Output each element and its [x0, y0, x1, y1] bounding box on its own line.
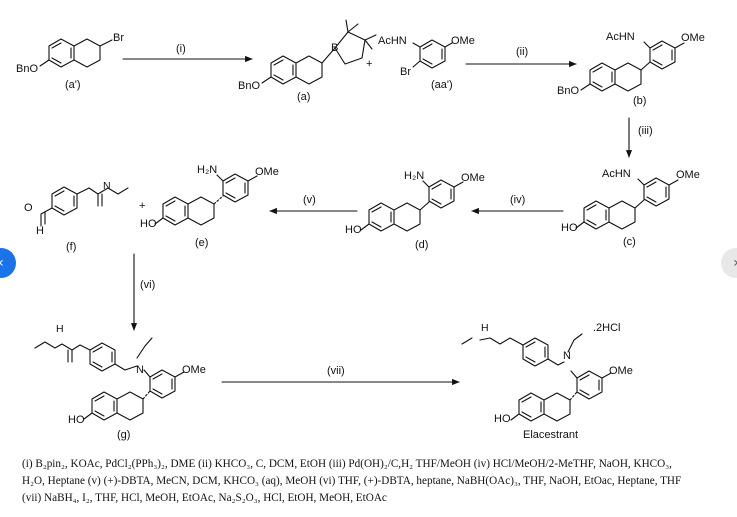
- structure-a-prime: [39, 38, 113, 68]
- label-aa-prime-achn: AcHN: [378, 35, 407, 47]
- structure-d: [360, 179, 464, 232]
- plus-sign-1: +: [366, 58, 373, 70]
- label-elacestrant-ome: OMe: [609, 365, 633, 377]
- step-label-iv: (iv): [510, 194, 526, 206]
- label-f-o: O: [24, 202, 33, 214]
- step-label-i: (i): [176, 43, 186, 55]
- previous-image-button[interactable]: ‹: [0, 248, 16, 278]
- label-a-prime-br: Br: [113, 32, 124, 44]
- id-g: (g): [117, 429, 131, 441]
- next-image-button[interactable]: ›: [721, 248, 737, 278]
- label-b-achn: AcHN: [606, 31, 635, 43]
- label-aa-prime-ome: OMe: [451, 35, 475, 47]
- label-elacestrant-ho: HO: [494, 413, 511, 425]
- chevron-right-icon: ›: [733, 255, 737, 271]
- id-d: (d): [415, 239, 429, 251]
- structure-f: [40, 186, 129, 227]
- label-g-ome: OMe: [182, 364, 206, 376]
- plus-sign-2: +: [139, 200, 146, 212]
- step-label-vii: (vii): [327, 365, 345, 377]
- structure-aa-prime: [412, 39, 453, 69]
- label-d-ho: HO: [345, 224, 362, 236]
- label-a-bno: BnO: [238, 80, 261, 92]
- structure-elacestrant: [461, 333, 612, 422]
- structure-e: [154, 173, 258, 226]
- label-a-boron: B: [331, 42, 339, 54]
- label-elacestrant-salt: .2HCl: [593, 322, 621, 334]
- label-d-ome: OMe: [461, 172, 485, 184]
- id-a-prime: (a'): [65, 79, 81, 91]
- label-e-ome: OMe: [255, 166, 279, 178]
- label-e-h2n: H₂N: [197, 164, 218, 176]
- label-c-achn: AcHN: [602, 168, 631, 180]
- label-f-n: N: [103, 180, 111, 192]
- step-label-ii: (ii): [516, 46, 529, 58]
- label-g-h: H: [56, 323, 64, 335]
- label-g-n: N: [136, 364, 144, 376]
- label-e-ho: HO: [140, 218, 157, 230]
- id-c: (c): [623, 236, 636, 248]
- conditions-line-3: (vii) NaBH₄, I₂, THF, HCl, MeOH, EtOAc, …: [22, 492, 387, 504]
- id-aa-prime: (aa'): [431, 79, 453, 91]
- id-b: (b): [633, 95, 647, 107]
- label-b-bno: BnO: [557, 85, 580, 97]
- step-label-vi: (vi): [140, 279, 156, 291]
- structure-g: [34, 337, 185, 421]
- label-c-ho: HO: [561, 222, 578, 234]
- label-aa-prime-br: Br: [400, 66, 411, 78]
- chevron-left-icon: ‹: [0, 255, 4, 271]
- label-elacestrant-name: Elacestrant: [523, 429, 579, 441]
- structure-b: [580, 40, 685, 92]
- label-elacestrant-n: N: [563, 350, 571, 362]
- label-elacestrant-h: H: [481, 322, 489, 334]
- structure-c: [575, 177, 679, 230]
- label-c-ome: OMe: [676, 169, 700, 181]
- label-f-h: H: [36, 225, 44, 237]
- label-d-h2n: H₂N: [404, 170, 425, 182]
- id-e: (e): [195, 237, 209, 249]
- label-g-ho: HO: [68, 414, 85, 426]
- id-f: (f): [66, 241, 77, 253]
- conditions-line-2: H₂O, Heptane (v) (+)-DBTA, MeCN, DCM, KH…: [22, 475, 682, 487]
- step-label-v: (v): [303, 194, 316, 206]
- id-a: (a): [297, 91, 311, 103]
- step-label-iii: (iii): [638, 125, 653, 137]
- conditions-line-1: (i) B₂pin₂, KOAc, PdCl₂(PPh₃)₂, DME (ii)…: [22, 458, 672, 470]
- label-a-prime-bno: BnO: [16, 63, 39, 75]
- structure-a: [261, 19, 377, 85]
- label-b-ome: OMe: [681, 32, 705, 44]
